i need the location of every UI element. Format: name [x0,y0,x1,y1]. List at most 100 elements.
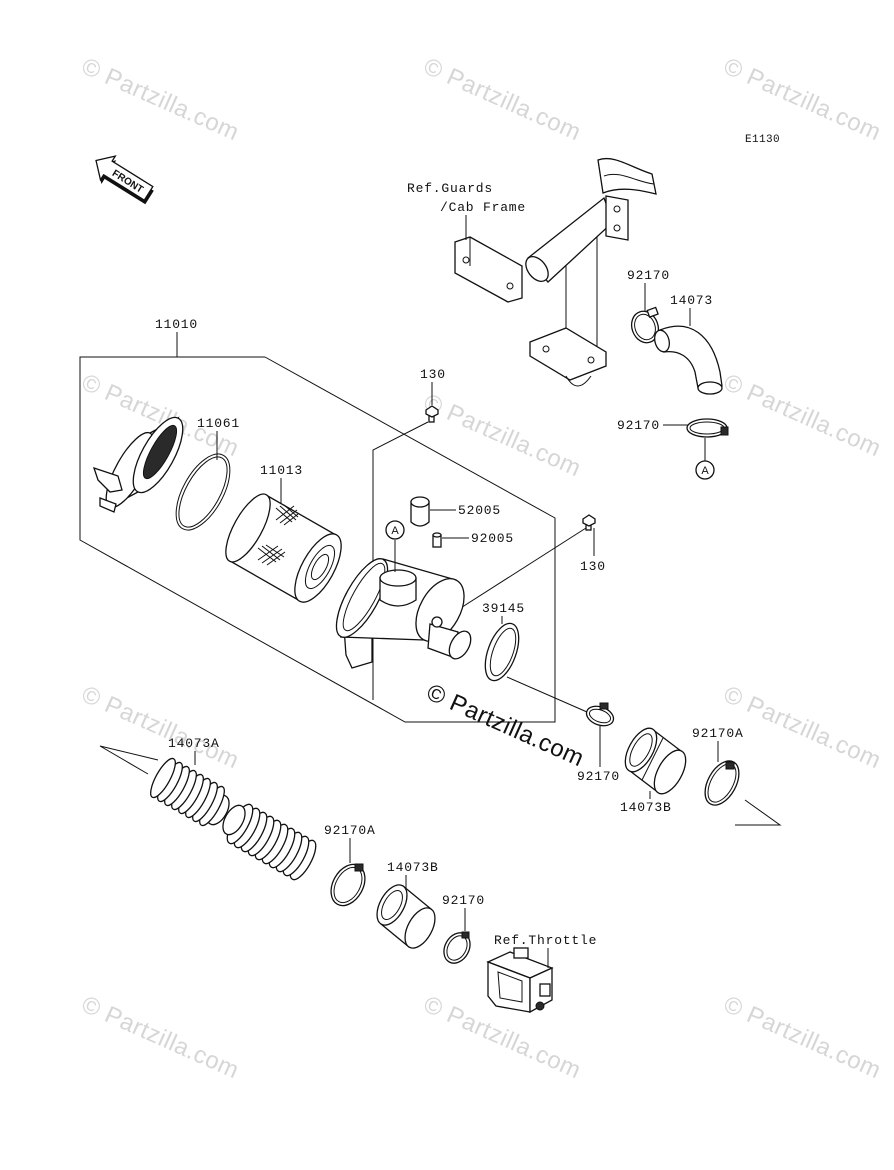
clamp-screw [646,306,659,318]
frame-bracket-plate [454,236,523,303]
watermark: © Partzilla.com [420,53,586,146]
frame-tube-open-end [525,256,549,282]
clamp-band [330,863,366,907]
elbow-hose-bottom-end [697,381,723,395]
clamp-92170-middle [686,418,729,438]
part-label: 39145 [482,601,525,616]
part-label: 92170 [627,268,670,283]
o-ring-11061 [175,453,231,531]
filter-element-11013 [225,493,342,603]
bellows-hose-14073A-lower [222,803,317,881]
housing-left-rim-inner [342,562,386,632]
clamp-band [443,932,471,964]
part-label: 14073A [168,736,220,751]
frame-plate-hole [613,224,621,232]
bellows-ring [150,757,176,799]
boot-opening [381,889,403,921]
ref-label-throttle: Ref.Throttle [494,933,597,948]
watermark: © Partzilla.com [78,991,244,1084]
bolt-head [582,514,596,527]
ref-guards-cab-frame [454,157,657,387]
throttle-bore [497,971,523,1003]
part-label: 92170 [617,418,660,433]
watermark: © Partzilla.com [720,369,886,462]
watermark: © Partzilla.com [78,681,244,774]
filter-mesh [257,544,286,566]
clamp-92170A-bottom [330,863,366,907]
ring-inner [489,627,517,677]
throttle-inlet-stub [513,947,529,959]
continuation-chevron-right [735,799,782,826]
clamp-92170A-right [704,760,740,806]
frame-vertical-plate [605,195,629,241]
part-label: 14073 [670,293,713,308]
filter-end-ring [304,544,336,590]
frame-plate-hole [613,205,621,213]
case-cap-clip [92,466,123,493]
clamp-band [704,760,740,806]
clamp-92170-bottom [443,931,471,964]
clamp-screw [354,863,364,872]
elbow-hose-14073 [654,325,723,395]
diagram-code: E1130 [745,134,780,146]
nipple-92005 [432,532,442,548]
bellows-hose-14073A-upper [150,757,230,827]
watermark: © Partzilla.com [720,53,886,146]
cap-body [410,501,430,527]
boot-far-end [404,907,436,949]
filter-end-hole [310,553,330,581]
bolt-130-right [582,514,596,531]
clamp-screw [720,426,729,436]
connection-line [506,676,588,713]
air-cleaner-housing [335,558,472,669]
callout-circle [385,520,405,540]
bolt-130-left [425,405,439,423]
clamp-92170-top [630,306,660,344]
housing-inlet-opening [379,569,417,587]
clamp-band-inner [588,708,612,724]
frame-foot-hole [587,356,595,364]
part-label: 11010 [155,317,198,332]
case-cap-tab [99,497,117,513]
part-label: 92170 [442,893,485,908]
air-cleaner-case-cap [92,416,184,513]
ref-label-cab-frame: /Cab Frame [440,200,526,215]
ring-outer [484,622,520,682]
bolt-head [425,405,439,418]
frame-crossbar-curve [603,173,655,185]
part-label: 14073B [620,800,672,815]
part-label: 92170A [692,726,744,741]
filter-left-end [225,493,271,563]
watermark: © Partzilla.com [78,53,244,146]
callout-label: A [391,525,399,537]
front-arrow-icon: FRONT [95,155,154,205]
housing-outlet-end [448,630,472,660]
part-label: 130 [580,559,606,574]
ring-inner [178,456,228,528]
watermark: © Partzilla.com [420,389,586,482]
continuation-chevron-left [99,745,159,775]
callout-label: A [701,465,709,477]
part-label: 11061 [197,416,240,431]
boot-near-end [376,884,408,926]
part-label: 11013 [260,463,303,478]
throttle-screw [535,1001,545,1011]
part-label: 14073B [387,860,439,875]
throttle-side-fitting [539,983,551,997]
housing-fitting [431,616,443,628]
clamp-92170-right [585,702,615,727]
boot-opening [629,733,653,767]
bellows-end [222,804,246,836]
boot-band [641,737,664,781]
part-label: 92005 [471,531,514,546]
assembly-outline-11010 [79,356,556,723]
clamp-screw [461,931,470,939]
part-label: 52005 [458,503,501,518]
boot-far-end [653,749,687,795]
frame-foot-hole [542,345,550,353]
frame-foot-bracket [529,327,607,381]
housing-left-rim [335,558,389,638]
watermark: © Partzilla.com [720,681,886,774]
cap-52005 [410,496,430,527]
part-label: 92170A [324,823,376,838]
